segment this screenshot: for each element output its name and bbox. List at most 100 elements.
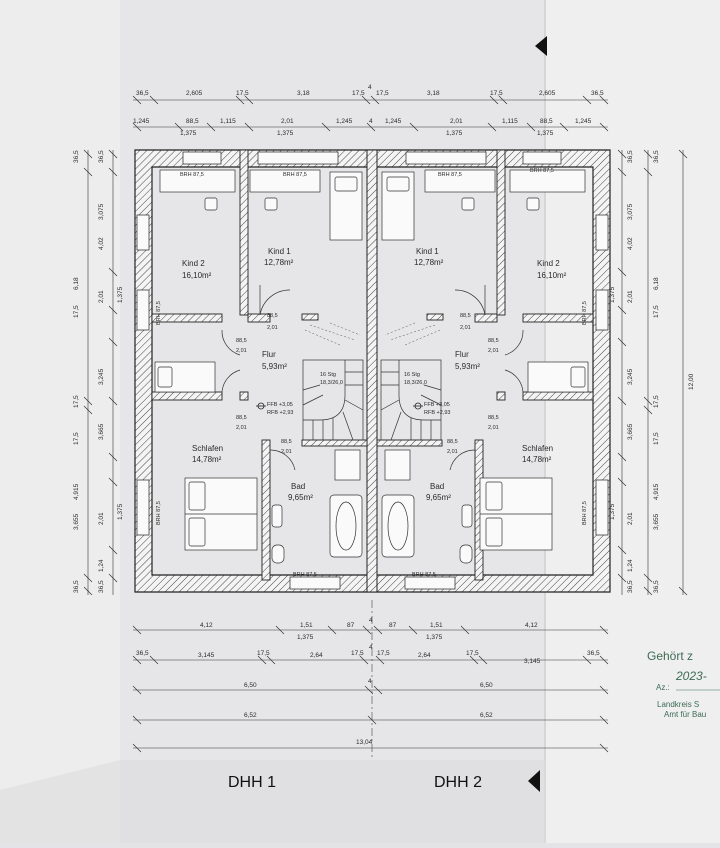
stair-ratio-label: 18,3/26,0 [320,380,343,386]
dim-left-inner-1: 3,075 [98,203,105,220]
dim-bottom2-0: 36,5 [136,650,149,657]
dim-right-outer-3: 4,915 [653,483,660,500]
room-name-left-flur: Flur [262,350,276,359]
brh-label: BRH 87,5 [412,572,436,578]
door-height-label: 2,01 [236,425,247,431]
dim-right-inner-6: 3,245 [627,368,634,385]
dim-top2-3: 2,01 [281,118,294,125]
dim-left-inner-2: 4,02 [98,237,105,250]
dim-bottom2-1: 3,145 [198,652,215,659]
door-width-label: 88,5 [267,313,278,319]
dim-top2-2: 1,115 [220,118,236,125]
paper-fold-right [545,0,720,843]
room-area-right-kind1: 12,78m² [414,258,444,267]
dim-top1-0: 36,5 [136,90,149,97]
house-label-dhh1: DHH 1 [228,774,276,791]
door-width-label: 88,5 [281,439,292,445]
dim-bottom1-6: 1,51 [430,622,443,629]
stair-steps-label: 16 Stg [404,372,420,378]
dim-top1-5: 4 [368,84,372,91]
door-height-label: 2,01 [488,425,499,431]
stamp-handwritten-number: 2023- [675,669,707,683]
room-name-left-schlafen: Schlafen [192,444,223,453]
stamp-line1: Gehört z [647,649,693,663]
dim-right-inner-1: 3,075 [627,203,634,220]
dim-bottom3-2: 6,50 [480,682,493,689]
arrow-left-icon [528,770,540,792]
dim-bottom2-6: 17,5 [377,650,390,657]
ffb-level-label: FFB +3,05 [267,402,293,408]
dim-top1-1: 2,605 [186,90,203,97]
dim-left-inner-12: 1,24 [98,559,105,572]
room-name-right-kind1: Kind 1 [416,247,439,256]
dim-bottom1-0: 4,12 [200,622,213,629]
dim-bottom2-2: 17,5 [257,650,270,657]
dim-bottom4-1: 6,52 [480,712,493,719]
dim-left-inner-9: 3,655 [73,513,80,530]
dim-left-outer-2: 17,5 [73,395,80,408]
dim-left-outer-3: 4,915 [73,483,80,500]
dim-bottom1-8: 4,12 [525,622,538,629]
dim-bottom2-5: 4 [369,644,373,651]
dim-right-inner-5: 1,375 [609,286,616,303]
door-width-label: 88,5 [447,439,458,445]
brh-label: BRH 87,5 [156,301,162,325]
approval-stamp: Gehört z Az.: 2023- Landkreis S Amt für … [647,649,720,719]
chairs [204,197,540,211]
arrow-left-icon [535,36,547,56]
dim-right-inner-11: 1,375 [609,503,616,520]
dim-right-inner-7: 17,5 [653,432,660,445]
dim-bottom1-5: 87 [389,622,397,629]
room-name-left-kind1: Kind 1 [268,247,291,256]
rfb-level-label: RFB +2,93 [424,410,450,416]
dim-top2-8: 1,115 [502,118,518,125]
dim-left-outer-0: 36,5 [73,150,80,163]
brh-label: BRH 87,5 [582,301,588,325]
dim-right-inner-4: 2,01 [627,290,634,303]
dim-right-outer-4: 36,5 [653,580,660,593]
dim-top1-10: 36,5 [591,90,604,97]
stamp-line3: Landkreis S [657,700,699,709]
dim-bottom5-0: 13,04 [356,739,373,746]
side-dimension-ticks [83,149,688,596]
paper-fold-left [0,0,120,843]
brh-label: BRH 87,5 [293,572,317,578]
dim-bottom1-4: 4 [369,617,373,624]
door-width-label: 88,5 [488,415,499,421]
dim-left-inner-5: 1,375 [117,286,124,303]
dim-top1-2: 17,5 [236,90,249,97]
dim-top2-1: 88,5 [186,118,199,125]
brh-label: BRH 87,5 [530,168,554,174]
party-wall [366,149,378,593]
room-area-left-bad: 9,65m² [288,493,313,502]
stair-ratio-label: 18,3/26,0 [404,380,427,386]
dim-bottom1-2: 1,375 [297,634,314,641]
door-width-label: 88,5 [236,415,247,421]
rfb-level-label: RFB +2,93 [267,410,293,416]
door-width-label: 88,5 [236,338,247,344]
stamp-line2: Az.: [656,683,670,692]
dim-left-outer-4: 36,5 [73,580,80,593]
room-name-right-bad: Bad [430,482,444,491]
stair-upper-hatch [304,322,441,346]
room-area-right-schlafen: 14,78m² [522,455,552,464]
stair-steps-label: 16 Stg [320,372,336,378]
dim-bottom1-1: 1,51 [300,622,313,629]
dim-left-inner-7: 17,5 [73,432,80,445]
dim-top2b-2: 1,375 [446,130,463,137]
room-area-left-kind1: 12,78m² [264,258,294,267]
dim-bottom4-0: 6,52 [244,712,257,719]
room-name-left-bad: Bad [291,482,305,491]
dim-left-inner-4: 2,01 [98,290,105,303]
dim-top2b-1: 1,375 [277,130,294,137]
dim-bottom2-9: 3,145 [524,658,541,665]
dim-right-inner-12: 1,24 [627,559,634,572]
dim-top2-4: 1,245 [336,118,353,125]
dim-right-inner-0: 36,5 [627,150,634,163]
level-markers [256,402,423,410]
bottom-dimension-ticks [132,625,609,753]
staircase-right [380,359,442,441]
door-height-label: 2,01 [281,449,292,455]
